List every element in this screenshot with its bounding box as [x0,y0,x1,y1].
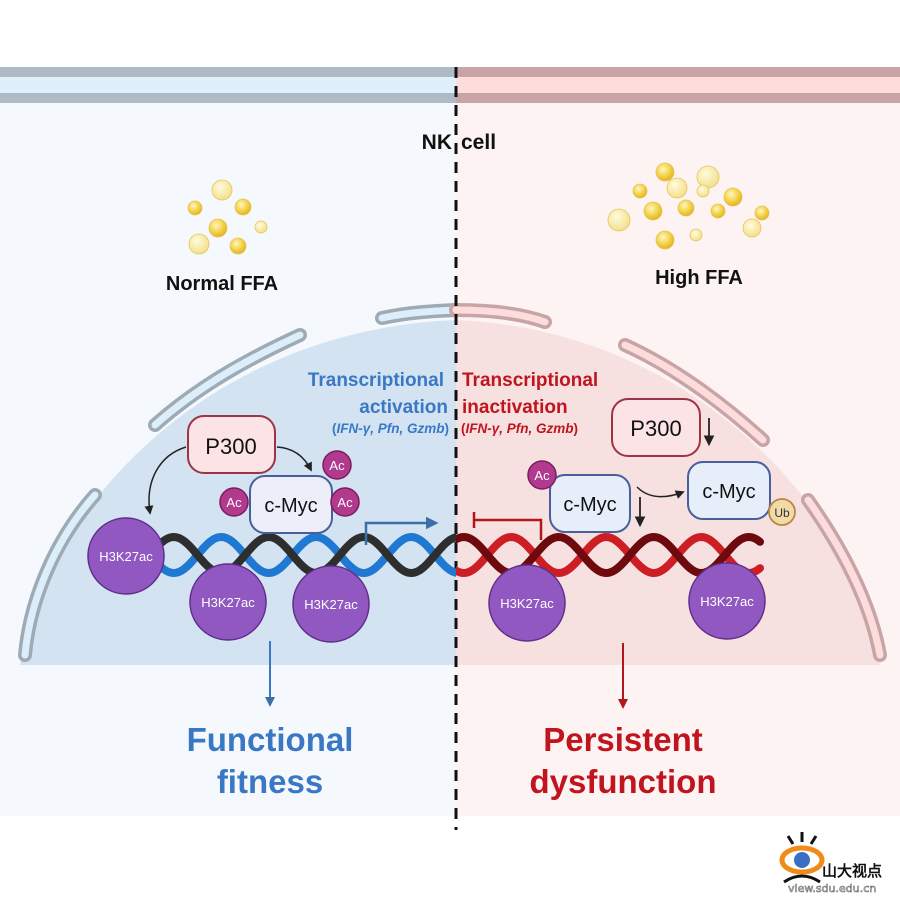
fatty-acid-droplet [643,201,663,221]
dna-strand-blue [146,532,456,578]
right-genes: (IFN-γ, Pfn, Gzmb) [461,421,578,436]
cmyc-ubiquitinated-label: c-Myc [702,481,755,503]
svg-text:Ac: Ac [226,495,242,510]
fatty-acid-droplet [655,162,675,182]
fatty-acid-droplet [211,179,233,201]
high-ffa-label: High FFA [655,267,743,289]
cmyc-label-left: c-Myc [264,495,317,517]
fatty-acid-droplet [689,228,703,242]
left-genes: (IFN-γ, Pfn, Gzmb) [332,421,449,436]
nuclear-envelope-right [449,303,887,662]
arrow-cmyc-to-ubiquitinated [636,486,685,499]
fatty-acid-droplet [677,199,695,217]
title-cell: cell [461,131,496,154]
fatty-acid-droplet [254,220,268,234]
acetyl-group-right: Ac [330,487,360,517]
svg-text:H3K27ac: H3K27ac [500,596,554,611]
right-status-line1: Transcriptional [462,370,598,391]
arrow-p300-to-cmyc [276,446,312,472]
left-status-line1: Transcriptional [308,370,444,391]
cell-membrane-right [456,67,900,103]
p300-label-right: P300 [630,416,681,441]
p300-box-left [187,415,276,474]
svg-text:Ub: Ub [774,506,790,520]
acetyl-group-left: Ac [219,487,249,517]
arrow-p300-to-histone [144,446,187,515]
histone-h3k27ac-2: H3K27ac [189,563,267,641]
fatty-acid-droplet [696,184,710,198]
fatty-acid-droplet [229,237,247,255]
outcome-left-line1: Functional [187,721,354,758]
histone-h3k27ac-4: H3K27ac [488,564,566,642]
cmyc-box-right [549,474,631,533]
histone-h3k27ac-1: H3K27ac [87,517,165,595]
dna-strand-red [456,532,764,578]
p300-label-left: P300 [205,434,256,459]
histone-h3k27ac-5: H3K27ac [688,562,766,640]
fatty-acid-droplet [234,198,252,216]
title-nk: NK [422,131,452,154]
outcome-left-line2: fitness [217,763,323,800]
fatty-acid-cluster-normal [187,179,268,255]
svg-text:Ac: Ac [329,458,345,473]
svg-text:H3K27ac: H3K27ac [99,549,153,564]
outcome-right-line1: Persistent [543,721,703,758]
fatty-acid-droplet [607,208,631,232]
watermark-logo: 山大视点 view.sdu.edu.cn [779,832,882,895]
transcription-block-symbol [472,512,543,540]
transcription-start-arrow [364,516,439,545]
fatty-acid-droplet [754,205,770,221]
fatty-acid-droplet [696,165,720,189]
fatty-acid-cluster-high [607,162,770,250]
histone-h3k27ac-3: H3K27ac [292,565,370,643]
watermark-url: view.sdu.edu.cn [788,882,876,895]
left-status-line2: activation [359,397,448,418]
svg-text:Ac: Ac [337,495,353,510]
nucleus-right [456,320,880,665]
outcome-right-line2: dysfunction [530,763,717,800]
normal-ffa-label: Normal FFA [166,273,278,295]
svg-text:H3K27ac: H3K27ac [304,597,358,612]
p300-box-right [611,398,701,457]
svg-text:Ac: Ac [534,468,550,483]
fatty-acid-droplet [710,203,726,219]
fatty-acid-droplet [187,200,203,216]
svg-text:H3K27ac: H3K27ac [700,594,754,609]
cmyc-ubiquitinated-box [687,461,771,520]
eye-logo-icon [779,832,825,884]
right-status-line2: inactivation [462,397,568,418]
cmyc-label-right: c-Myc [563,494,616,516]
fatty-acid-droplet [632,183,648,199]
acetyl-group-top: Ac [322,450,352,480]
cell-membrane-left [0,67,456,103]
acetyl-group-single: Ac [527,460,557,490]
watermark-brand: 山大视点 [822,862,882,880]
fatty-acid-droplet [666,177,688,199]
fatty-acid-droplet [723,187,743,207]
svg-text:H3K27ac: H3K27ac [201,595,255,610]
fatty-acid-droplet [655,230,675,250]
fatty-acid-droplet [742,218,762,238]
fatty-acid-droplet [208,218,228,238]
fatty-acid-droplet [188,233,210,255]
ubiquitin-tag: Ub [768,498,796,526]
